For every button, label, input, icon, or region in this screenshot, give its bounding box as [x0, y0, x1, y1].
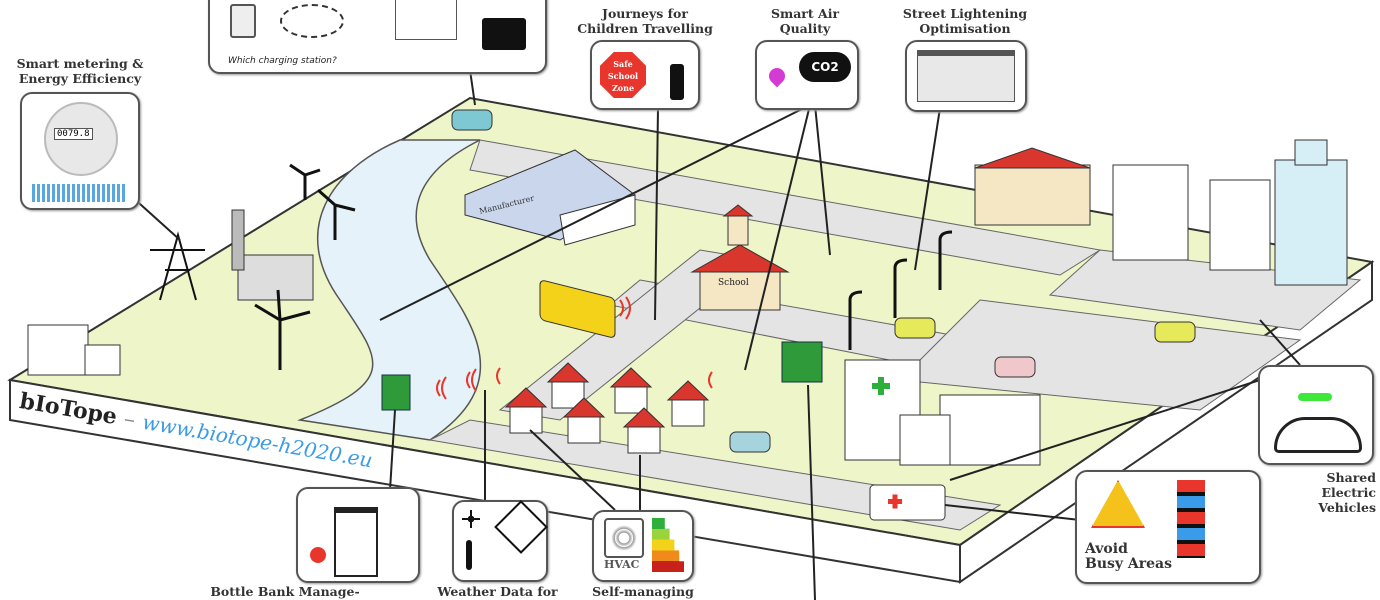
charging-station-icon	[230, 4, 256, 38]
brand-separator: –	[122, 406, 138, 434]
sensor-box	[381, 374, 411, 411]
cars	[451, 109, 1196, 453]
street-lighting-icon	[917, 50, 1015, 102]
town-hall	[974, 147, 1091, 226]
air-title-line2: Quality	[779, 21, 831, 36]
shared-car-icon	[1274, 417, 1362, 453]
slippery-road-sign-icon	[494, 500, 548, 554]
question-icon	[280, 4, 344, 38]
safe-school-zone-sign: Safe School Zone	[600, 52, 646, 98]
energy-rating-icon	[652, 518, 684, 572]
school-title-line2: Children Travelling	[577, 21, 713, 36]
thermometer-icon	[466, 540, 472, 570]
weather-title: Weather Data for	[437, 584, 558, 599]
city-skyline-icon	[32, 184, 126, 202]
callout-street-lighting	[905, 40, 1027, 112]
traffic-light-icon	[670, 64, 684, 100]
callout-bottle-bank	[296, 487, 420, 583]
hospital-cross-icon	[872, 377, 890, 395]
alarm-icon	[310, 547, 326, 563]
air-title-line1: Smart Air	[770, 6, 840, 21]
ambulance-cross-icon	[888, 494, 902, 509]
callout-hvac: HVAC	[592, 510, 694, 582]
hospital	[844, 359, 1041, 466]
busy-title-line1: Avoid	[1085, 541, 1128, 557]
callout-smart-metering: 0079.8	[20, 92, 140, 210]
shared-ev-line2: Electric	[1321, 485, 1376, 500]
hvac-title: Self-managing	[592, 584, 694, 599]
power-plant	[237, 254, 314, 301]
houses	[504, 362, 710, 454]
office-towers	[1112, 139, 1348, 286]
wifi-signals	[436, 296, 713, 400]
school-title-line1: Journeys for	[602, 6, 688, 21]
substation-annex	[84, 344, 121, 376]
traffic-jam-icon	[1177, 480, 1205, 558]
light-title-line2: Optimisation	[919, 21, 1011, 36]
busy-title-line2: Busy Areas	[1085, 556, 1173, 572]
callout-air-quality: CO2	[755, 40, 859, 110]
air-gas-label: CO2	[811, 60, 839, 74]
shared-ev-line3: Vehicles	[1318, 500, 1376, 515]
sensor-box	[781, 341, 823, 383]
callout-charging-station: Which charging station?	[208, 0, 547, 74]
battery-icon	[482, 18, 526, 50]
power-pylon	[150, 231, 205, 301]
school-bus	[539, 280, 616, 338]
road-works-sign-icon	[1091, 480, 1145, 528]
meter-reading: 0079.8	[54, 128, 93, 140]
hvac-badge: HVAC	[604, 558, 640, 571]
metering-title: Smart metering & Energy Efficiency	[16, 56, 144, 86]
cloud-icon: CO2	[799, 52, 851, 82]
snowflake-icon	[462, 510, 480, 528]
factory	[464, 149, 636, 246]
callout-shared-ev	[1258, 365, 1374, 465]
bottle-bin-icon	[334, 507, 378, 577]
ambulance	[869, 484, 946, 521]
key-icon	[1298, 393, 1332, 401]
substation	[27, 324, 89, 376]
shared-ev-line1: Shared	[1326, 470, 1377, 485]
calendar-icon	[395, 0, 457, 40]
charging-caption: Which charging station?	[228, 56, 337, 66]
wind-turbines	[254, 163, 356, 370]
callout-connectors	[129, 69, 1301, 600]
callout-safe-school: Safe School Zone	[590, 40, 700, 110]
bottle-bank-title: Bottle Bank Manage-	[210, 584, 360, 599]
light-title-line1: Street Lightening	[902, 6, 1028, 21]
location-pin-icon	[765, 64, 789, 88]
energy-meter-icon: 0079.8	[44, 102, 118, 176]
hvac-icon	[604, 518, 644, 558]
street-lamps	[848, 230, 953, 350]
school-label: School	[718, 278, 749, 288]
callout-weather-data	[452, 500, 548, 582]
school-building	[690, 204, 790, 311]
chimney	[231, 209, 245, 271]
